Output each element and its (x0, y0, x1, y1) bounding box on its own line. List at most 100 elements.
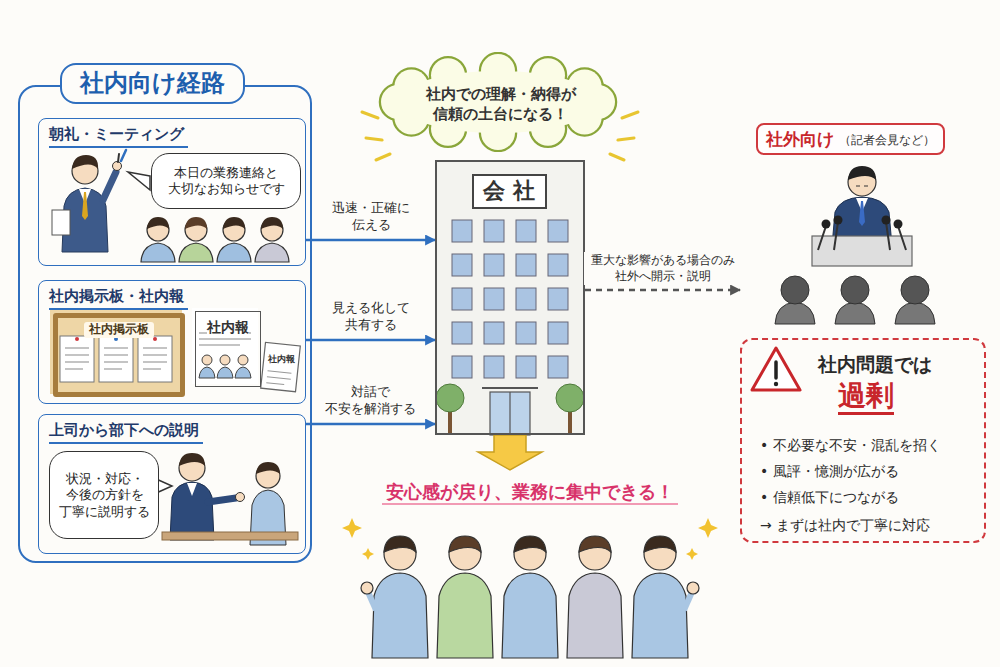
connector-label: 見える化して 共有する (325, 299, 417, 335)
sparkles (362, 548, 374, 560)
building-art (484, 220, 504, 242)
press-conference (882, 216, 891, 225)
boss-and-staff (154, 453, 298, 545)
building-art (452, 322, 472, 344)
press-conference (775, 166, 935, 324)
audience (223, 217, 245, 229)
presenter (118, 154, 119, 162)
building-art (548, 288, 568, 310)
company-building: 会社 (435, 160, 585, 435)
sparkles (342, 518, 362, 538)
conclusion-text: → まずは社内で丁寧に対応 (760, 516, 930, 534)
employees (644, 536, 676, 552)
employees (502, 573, 558, 658)
channel-heading: 上司から部下への説明 (49, 421, 203, 444)
press-conference (901, 276, 929, 304)
warning-icon (752, 348, 800, 390)
cloud-callout: 社内での理解・納得が 信頼の土台になる！ (375, 54, 625, 154)
building-art (548, 322, 568, 344)
building-art (435, 160, 585, 435)
building-art (452, 220, 568, 378)
bulletin-board-art (65, 348, 167, 369)
bullet-item: • 風評・憶測が広がる (760, 462, 899, 480)
employees (437, 573, 493, 658)
building-art (452, 220, 472, 242)
audience (141, 243, 175, 262)
press-conference (822, 220, 831, 229)
employees (579, 536, 611, 552)
warning-icon (752, 348, 800, 390)
building-art (484, 254, 504, 276)
bulletin-board-art (75, 337, 79, 341)
presenter (113, 162, 122, 171)
bulletin-board-art (60, 336, 94, 382)
arrow-connector (306, 339, 435, 342)
bulletin-board-art (138, 336, 172, 382)
highlight-rays (376, 154, 390, 160)
newsletter-art (266, 371, 291, 385)
building-sign: 会社 (472, 174, 547, 209)
channel-heading: 社内掲示板・社内報 (49, 287, 188, 310)
external-heading: 社外向け (766, 128, 834, 150)
boss-and-staff (170, 482, 214, 540)
channel-box: 上司から部下への説明状況・対応・ 今後の方針を 丁寧に説明する (38, 414, 306, 554)
press-conference (835, 302, 875, 324)
press-conference (848, 166, 876, 180)
audience (179, 243, 213, 262)
building-art (516, 220, 536, 242)
building-art (509, 392, 510, 435)
press-conference (859, 201, 865, 226)
warning-box: 社内問題では過剰• 不必要な不安・混乱を招く• 風評・憶測が広がる• 信頼低下に… (740, 338, 986, 543)
employees (449, 536, 481, 552)
sparkles (342, 518, 718, 560)
employees (567, 573, 623, 658)
panel-title: 社内向け経路 (60, 63, 245, 104)
cloud-text: 社内での理解・納得が 信頼の土台になる！ (421, 85, 580, 124)
building-art (452, 288, 472, 310)
speech-bubble: 本日の業務連絡と 大切なお知らせです (151, 153, 301, 209)
employees (384, 536, 416, 552)
sheet-label: 社内報 (268, 354, 295, 366)
employees (361, 536, 699, 658)
warning-icon (774, 362, 778, 378)
presenter (72, 155, 98, 169)
bullet-item: • 不必要な不安・混乱を招く (760, 436, 941, 454)
bulletin-board-art (99, 336, 133, 382)
newsletter-art (238, 355, 248, 365)
newsletter-title: 社内報 (207, 318, 249, 336)
warning-icon (774, 382, 778, 386)
building-art (516, 356, 536, 378)
employee-group: 安心感が戻り、業務に集中できる！ (330, 470, 730, 660)
building-art (484, 322, 504, 344)
building-art (452, 254, 472, 276)
press-conference (818, 222, 906, 250)
boss-and-staff (179, 453, 205, 466)
connector-label: 迅速・正確に 伝える (325, 199, 417, 235)
newsletter-art (261, 342, 301, 391)
arrow-connector (306, 423, 435, 426)
sparkles (698, 518, 718, 538)
boss-and-staff (236, 493, 245, 502)
cloud-body (398, 71, 598, 133)
speech-bubble: 状況・対応・ 今後の方針を 丁寧に説明する (49, 451, 159, 539)
employees (632, 573, 688, 658)
route-panel: 社内向け経路朝礼・ミーティング本日の業務連絡と 大切なお知らせです社内掲示板・社… (18, 85, 312, 563)
employees (368, 592, 376, 610)
audience (147, 217, 169, 229)
bulletin-board-art (50, 310, 182, 394)
bulletin-board: 社内掲示板 (53, 313, 185, 397)
building-art (452, 356, 472, 378)
press-conference (781, 276, 809, 304)
audience (141, 217, 289, 262)
building-art (490, 392, 530, 435)
building-art (516, 322, 536, 344)
employees (372, 573, 428, 658)
building-art (548, 254, 568, 276)
newsletter-art (192, 308, 258, 384)
highlight-rays (610, 154, 624, 160)
building-art (484, 288, 504, 310)
building-art (435, 160, 585, 435)
press-conference (841, 276, 869, 304)
press-conference (894, 220, 903, 229)
